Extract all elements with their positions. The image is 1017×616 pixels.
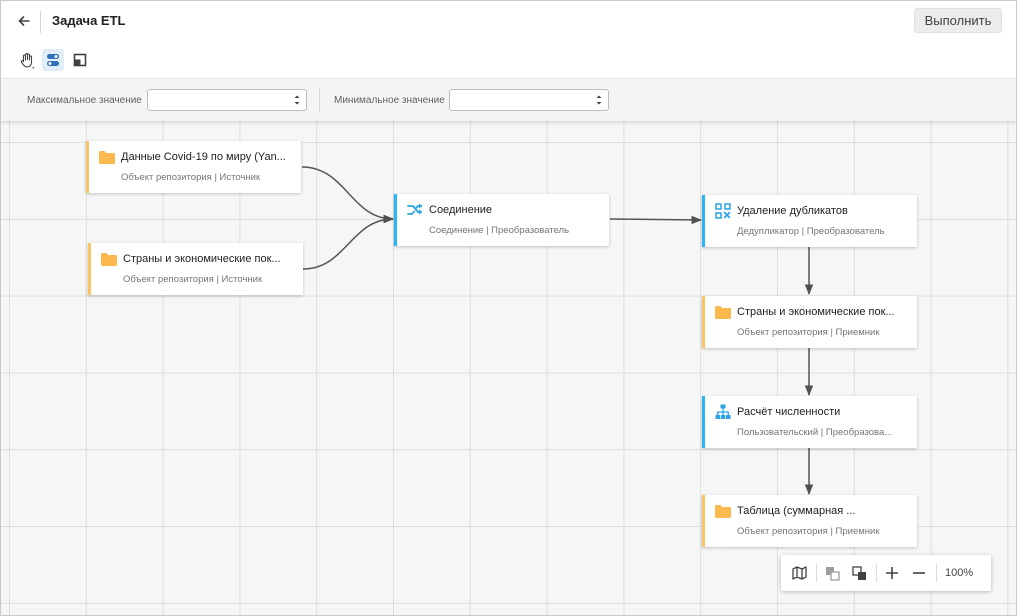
frame-tool-button[interactable] <box>69 49 91 71</box>
node-title: Страны и экономические пок... <box>737 306 895 318</box>
node-subtitle: Соединение | Преобразователь <box>429 225 570 236</box>
node-countries-sink[interactable]: Страны и экономические пок... Объект реп… <box>702 296 917 348</box>
min-value-label: Минимальное значение <box>334 95 445 106</box>
node-subtitle: Объект репозитория | Приемник <box>737 327 880 338</box>
node-covid-source[interactable]: Данные Covid-19 по миру (Yan... Объект р… <box>86 141 301 193</box>
header-divider <box>40 11 41 33</box>
hand-icon <box>20 52 34 69</box>
node-subtitle: Объект репозитория | Приемник <box>737 526 880 537</box>
map-icon <box>791 566 807 580</box>
minus-icon <box>913 572 925 574</box>
node-subtitle: Объект репозитория | Источник <box>123 274 263 285</box>
node-subtitle: Пользовательский | Преобразова... <box>737 427 893 438</box>
node-title: Данные Covid-19 по миру (Yan... <box>121 151 286 163</box>
folder-icon <box>100 251 118 267</box>
bring-front-button[interactable] <box>849 563 869 583</box>
filter-divider <box>319 88 320 112</box>
plus-icon <box>886 567 898 579</box>
edge-join-dedup <box>609 215 703 225</box>
node-subtitle: Объект репозитория | Источник <box>121 172 261 183</box>
hand-tool-button[interactable] <box>16 49 38 71</box>
max-value-select[interactable] <box>147 89 307 111</box>
zoom-out-button[interactable] <box>909 563 929 583</box>
zoom-divider <box>816 564 817 582</box>
folder-icon <box>98 149 116 165</box>
dedup-icon <box>714 203 732 219</box>
folder-icon <box>714 304 732 320</box>
node-countries-source[interactable]: Страны и экономические пок... Объект реп… <box>88 243 303 295</box>
page-title: Задача ETL <box>52 13 126 28</box>
zoom-toolbar: 100% <box>781 555 991 591</box>
minimap-button[interactable] <box>789 563 809 583</box>
max-value-label: Максимальное значение <box>27 95 142 106</box>
spinner-arrows-icon <box>596 95 602 105</box>
layers-back-icon <box>825 566 840 581</box>
frame-icon <box>73 53 87 67</box>
run-button[interactable]: Выполнить <box>914 8 1002 33</box>
zoom-divider <box>936 564 937 582</box>
node-table-sink[interactable]: Таблица (суммарная ... Объект репозитори… <box>702 495 917 547</box>
edge-countries-join <box>302 214 395 270</box>
layers-front-icon <box>851 565 866 580</box>
send-back-button[interactable] <box>822 563 842 583</box>
zoom-level: 100% <box>945 567 974 579</box>
spinner-arrows-icon <box>294 95 300 105</box>
hierarchy-icon <box>714 404 732 420</box>
node-join[interactable]: Соединение Соединение | Преобразователь <box>394 194 609 246</box>
node-title: Удаление дубликатов <box>737 205 848 217</box>
min-value-select[interactable] <box>449 89 609 111</box>
arrow-left-icon <box>18 16 30 26</box>
node-dedup[interactable]: Удаление дубликатов Дедупликатор | Преоб… <box>702 195 917 247</box>
merge-icon <box>406 202 424 218</box>
toggle-icon <box>47 54 59 66</box>
zoom-in-button[interactable] <box>882 563 902 583</box>
node-title: Соединение <box>429 204 493 216</box>
node-title: Таблица (суммарная ... <box>737 505 856 517</box>
node-subtitle: Дедупликатор | Преобразователь <box>737 226 885 237</box>
etl-canvas[interactable]: Данные Covid-19 по миру (Yan... Объект р… <box>1 121 1016 615</box>
toggle-tool-button[interactable] <box>42 49 64 71</box>
connections-layer <box>301 166 814 496</box>
folder-icon <box>714 503 732 519</box>
edge-covid-join <box>301 166 395 224</box>
node-title: Расчёт численности <box>737 406 841 418</box>
node-title: Страны и экономические пок... <box>123 253 281 265</box>
node-calc[interactable]: Расчёт численности Пользовательский | Пр… <box>702 396 917 448</box>
back-button[interactable] <box>14 11 34 31</box>
filter-bar: Максимальное значение Минимальное значен… <box>1 78 1016 121</box>
zoom-divider <box>876 564 877 582</box>
